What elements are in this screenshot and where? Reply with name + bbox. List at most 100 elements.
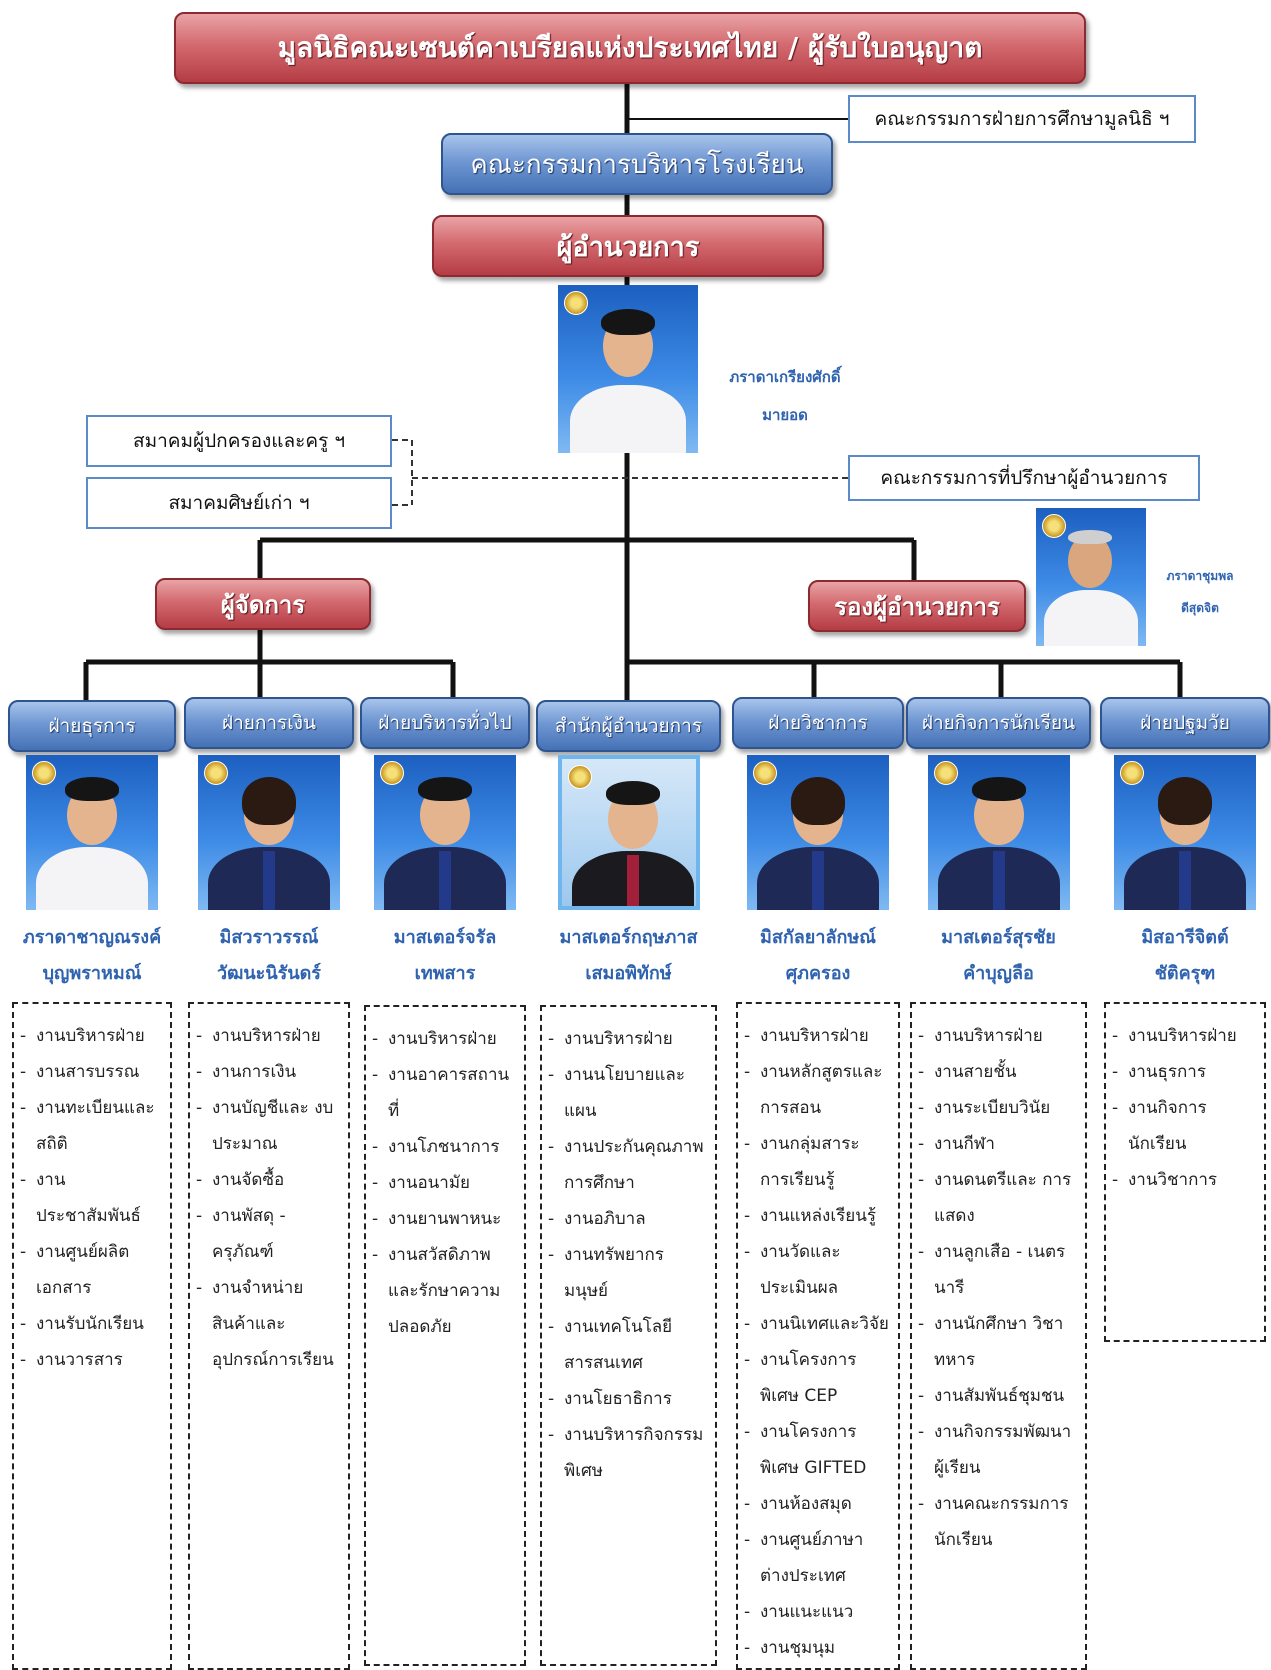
dept-header-box: ฝ่ายธุรการ bbox=[8, 700, 176, 752]
dept-title: สำนักผู้อำนวยการ bbox=[554, 715, 703, 737]
dept-task-list: งานบริหารฝ่ายงานสารบรรณงานทะเบียนและ สถิ… bbox=[12, 1002, 172, 1670]
dept-task-list: งานบริหารฝ่ายงานการเงินงานบัญชีและ งบประ… bbox=[188, 1002, 350, 1670]
dept-head-name-line2: เสมอพิทักษ์ bbox=[585, 963, 672, 984]
dept-head-name: มิสกัลยาลักษณ์ศุภครอง bbox=[732, 920, 904, 992]
dept-task-item: งานสายชั้น bbox=[918, 1054, 1077, 1090]
dept-task-item: งานแนะแนว bbox=[744, 1594, 890, 1630]
dept-task-item: งานคณะกรรมการ นักเรียน bbox=[918, 1486, 1077, 1558]
dept-task-item: งานจัดซื้อ bbox=[196, 1162, 340, 1198]
dept-header-box: สำนักผู้อำนวยการ bbox=[536, 700, 721, 752]
advisory-committee-box: คณะกรรมการที่ปรึกษาผู้อำนวยการ bbox=[848, 455, 1200, 501]
school-logo-icon bbox=[933, 761, 958, 785]
dept-head-name: มิสอารีจิตต์ชัติครุฑ bbox=[1100, 920, 1270, 992]
dept-title: ฝ่ายการเงิน bbox=[221, 712, 317, 734]
dept-head-name: ภราดาชาญณรงค์บุญพราหมณ์ bbox=[8, 920, 176, 992]
school-logo-icon bbox=[1042, 514, 1066, 538]
dept-head-name: มาสเตอร์จรัลเทพสาร bbox=[360, 920, 530, 992]
alumni-assoc-label: สมาคมศิษย์เก่า ฯ bbox=[168, 492, 310, 514]
dept-task-list: งานบริหารฝ่ายงานนโยบายและแผนงานประกันคุณ… bbox=[540, 1005, 717, 1666]
dept-task-list: งานบริหารฝ่ายงานสายชั้นงานระเบียบวินัยงา… bbox=[910, 1002, 1087, 1670]
dept-title: ฝ่ายธุรการ bbox=[48, 715, 136, 737]
director-name: ภราดาเกรียงศักดิ์ มายอด bbox=[710, 358, 860, 434]
foundation-label: มูลนิธิคณะเซนต์คาเบรียลแห่งประเทศไทย / ผ… bbox=[277, 31, 983, 64]
dept-task-item: งานดนตรีและ การแสดง bbox=[918, 1162, 1077, 1234]
dept-task-item: งานห้องสมุด bbox=[744, 1486, 890, 1522]
dept-head-name: มิสวราวรรณ์วัฒนะนิรันดร์ bbox=[184, 920, 354, 992]
director-photo bbox=[558, 285, 698, 453]
dept-task-item: งานบริหารฝ่าย bbox=[196, 1018, 340, 1054]
deputy-name-line2: ดีสุดจิต bbox=[1181, 601, 1219, 615]
dept-task-item: งานอภิบาล bbox=[548, 1201, 707, 1237]
dept-task-item: งานประกันคุณภาพ การศึกษา bbox=[548, 1129, 707, 1201]
school-logo-icon bbox=[564, 291, 588, 315]
school-logo-icon bbox=[380, 761, 404, 785]
dept-task-item: งานกิจการนักเรียน bbox=[1112, 1090, 1256, 1162]
dept-title: ฝ่ายกิจการนักเรียน bbox=[921, 712, 1076, 734]
school-board-label: คณะกรรมการบริหารโรงเรียน bbox=[470, 149, 804, 180]
dept-task-item: งานนิเทศและวิจัย bbox=[744, 1306, 890, 1342]
dept-task-item: งานชุมนุม bbox=[744, 1630, 890, 1666]
dept-head-name-line1: มาสเตอร์จรัล bbox=[393, 927, 497, 948]
dept-header-box: ฝ่ายบริหารทั่วไป bbox=[360, 697, 530, 749]
deputy-box: รองผู้อำนวยการ bbox=[808, 580, 1026, 632]
director-name-line2: มายอด bbox=[762, 406, 808, 424]
dept-title: ฝ่ายบริหารทั่วไป bbox=[378, 712, 512, 734]
dept-head-name-line2: ศุภครอง bbox=[785, 963, 851, 984]
dept-head-photo bbox=[1114, 755, 1256, 910]
foundation-box: มูลนิธิคณะเซนต์คาเบรียลแห่งประเทศไทย / ผ… bbox=[174, 12, 1086, 84]
dept-title: ฝ่ายวิชาการ bbox=[768, 712, 868, 734]
dept-head-name: มาสเตอร์สุรชัยคำบุญลือ bbox=[906, 920, 1091, 992]
dept-task-item: งานวิชาการ bbox=[1112, 1162, 1256, 1198]
deputy-name-line1: ภราดาชุมพล bbox=[1166, 569, 1234, 583]
dept-task-list: งานบริหารฝ่ายงานธุรการงานกิจการนักเรียนง… bbox=[1104, 1002, 1266, 1342]
dept-task-item: งานสัมพันธ์ชุมชน bbox=[918, 1378, 1077, 1414]
dept-head-photo bbox=[747, 755, 889, 910]
dept-head-name-line2: บุญพราหมณ์ bbox=[42, 963, 142, 984]
dept-head-name-line1: มาสเตอร์สุรชัย bbox=[941, 927, 1056, 948]
dept-header-box: ฝ่ายวิชาการ bbox=[732, 697, 904, 749]
education-committee-label: คณะกรรมการฝ่ายการศึกษามูลนิธิ ฯ bbox=[874, 108, 1170, 130]
dept-head-name-line1: มิสอารีจิตต์ bbox=[1141, 927, 1229, 948]
dept-task-item: งานบริหารฝ่าย bbox=[548, 1021, 707, 1057]
advisory-committee-label: คณะกรรมการที่ปรึกษาผู้อำนวยการ bbox=[880, 467, 1168, 489]
dept-head-name-line2: วัฒนะนิรันดร์ bbox=[217, 963, 321, 984]
dept-task-item: งานบริหารฝ่าย bbox=[372, 1021, 516, 1057]
dept-task-item: งานลูกเสือ - เนตรนารี bbox=[918, 1234, 1077, 1306]
dept-task-item: งานสวัสดิภาพ และรักษาความ ปลอดภัย bbox=[372, 1237, 516, 1345]
school-logo-icon bbox=[1120, 761, 1144, 785]
dept-task-item: งานกลุ่มสาระ การเรียนรู้ bbox=[744, 1126, 890, 1198]
manager-title: ผู้จัดการ bbox=[220, 590, 306, 619]
dept-task-item: งานกิจกรรมพัฒนา ผู้เรียน bbox=[918, 1414, 1077, 1486]
dept-task-item: งานวารสาร bbox=[20, 1342, 162, 1378]
director-name-line1: ภราดาเกรียงศักดิ์ bbox=[729, 368, 841, 386]
dept-task-item: งานวัดและ ประเมินผล bbox=[744, 1234, 890, 1306]
dept-task-item: งานยานพาหนะ bbox=[372, 1201, 516, 1237]
dept-task-item: งานทะเบียนและ สถิติ bbox=[20, 1090, 162, 1162]
dept-task-item: งานนโยบายและแผน bbox=[548, 1057, 707, 1129]
deputy-photo bbox=[1036, 508, 1146, 646]
parents-assoc-box: สมาคมผู้ปกครองและครู ฯ bbox=[86, 415, 392, 467]
director-box: ผู้อำนวยการ bbox=[432, 215, 824, 277]
dept-head-name-line1: มิสกัลยาลักษณ์ bbox=[760, 927, 876, 948]
dept-task-item: งานหลักสูตรและ การสอน bbox=[744, 1054, 890, 1126]
dept-task-item: งานเทคโนโลยี สารสนเทศ bbox=[548, 1309, 707, 1381]
dept-task-item: งานโครงการพิเศษ GIFTED bbox=[744, 1414, 890, 1486]
dept-task-item: งานบัญชีและ งบประมาณ bbox=[196, 1090, 340, 1162]
dept-head-photo bbox=[557, 755, 700, 910]
director-title: ผู้อำนวยการ bbox=[556, 231, 700, 263]
deputy-name: ภราดาชุมพล ดีสุดจิต bbox=[1150, 560, 1250, 624]
school-logo-icon bbox=[567, 765, 592, 789]
dept-header-box: ฝ่ายปฐมวัย bbox=[1100, 697, 1270, 749]
dept-task-item: งานบริหารฝ่าย bbox=[1112, 1018, 1256, 1054]
manager-box: ผู้จัดการ bbox=[155, 578, 371, 630]
dept-task-item: งานธุรการ bbox=[1112, 1054, 1256, 1090]
dept-task-list: งานบริหารฝ่ายงานอาคารสถานที่งานโภชนาการง… bbox=[364, 1005, 526, 1666]
dept-task-item: งานแหล่งเรียนรู้ bbox=[744, 1198, 890, 1234]
dept-header-box: ฝ่ายการเงิน bbox=[184, 697, 354, 749]
dept-head-name: มาสเตอร์กฤษภาสเสมอพิทักษ์ bbox=[536, 920, 721, 992]
dept-task-item: งานนักศึกษา วิชาทหาร bbox=[918, 1306, 1077, 1378]
dept-task-item: งานอนามัย bbox=[372, 1165, 516, 1201]
dept-task-item: งานสารบรรณ bbox=[20, 1054, 162, 1090]
dept-task-item: งานบริหารฝ่าย bbox=[918, 1018, 1077, 1054]
dept-task-item: งานจำหน่าย สินค้าและ อุปกรณ์การเรียน bbox=[196, 1270, 340, 1378]
